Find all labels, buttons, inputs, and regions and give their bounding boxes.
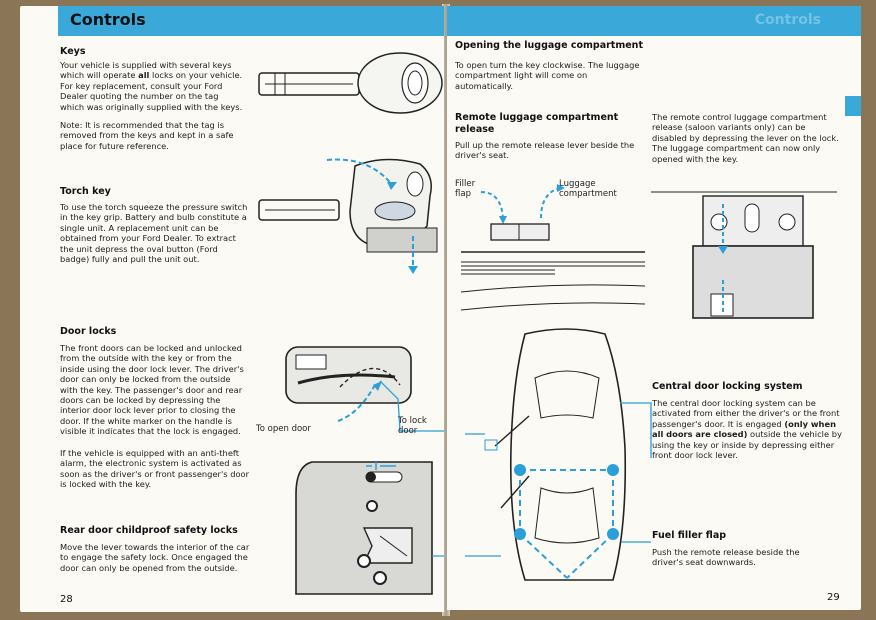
left-page-number: 28 (60, 594, 73, 605)
right-page: Controls Opening the luggage compartment… (447, 6, 861, 610)
key-illustration (258, 52, 443, 114)
luggage-heading: Opening the luggage compartment (455, 40, 643, 51)
right-side-tab (845, 96, 861, 116)
fuel-flap-paragraph: Push the remote release beside the drive… (652, 547, 800, 568)
luggage-paragraph: To open turn the key clockwise. The lugg… (455, 60, 640, 91)
remote-release-heading: Remote luggage compartment release (455, 112, 619, 135)
remote-release-lever-illustration (460, 184, 646, 311)
central-locking-paragraph: The central door locking system can be a… (652, 398, 842, 461)
remote-release-paragraph: Pull up the remote release lever beside … (455, 140, 635, 161)
right-header-bar: Controls (447, 6, 861, 36)
torch-key-paragraph: To use the torch squeeze the pressure sw… (60, 202, 248, 265)
door-locks-paragraph-1: The front doors can be locked and unlock… (60, 343, 244, 437)
right-header-title: Controls (754, 12, 821, 28)
door-locks-heading: Door locks (60, 326, 117, 337)
to-lock-door-label: To lock door (398, 416, 427, 436)
filler-flap-label: Filler flap (455, 179, 476, 199)
childproof-heading: Rear door childproof safety locks (60, 525, 238, 536)
left-header-title: Controls (70, 10, 146, 29)
childproof-paragraph: Move the lever towards the interior of t… (60, 542, 250, 573)
luggage-lock-illustration (651, 191, 837, 319)
keys-paragraph-2: Note: It is recommended that the tag is … (60, 120, 234, 151)
torch-key-illustration (258, 158, 438, 274)
keys-paragraph-1: Your vehicle is supplied with several ke… (60, 60, 243, 112)
to-open-door-label: To open door (256, 424, 311, 434)
central-locking-heading: Central door locking system (652, 381, 803, 392)
fuel-flap-heading: Fuel filler flap (652, 530, 727, 541)
interior-door-handle-illustration (285, 346, 444, 432)
door-locks-paragraph-2: If the vehicle is equipped with an anti-… (60, 448, 250, 490)
remote-note-paragraph: The remote control luggage compartment r… (652, 112, 839, 164)
book-gutter (442, 4, 450, 616)
left-header-bar: Controls (58, 6, 444, 36)
car-top-view-illustration (465, 328, 652, 581)
luggage-compartment-label: Luggage compartment (559, 179, 617, 199)
right-page-number: 29 (827, 592, 840, 603)
childproof-lock-illustration (295, 461, 444, 595)
torch-key-heading: Torch key (60, 186, 111, 197)
keys-heading: Keys (60, 46, 86, 57)
left-page: Controls Keys Your vehicle is supplied w… (20, 6, 444, 612)
